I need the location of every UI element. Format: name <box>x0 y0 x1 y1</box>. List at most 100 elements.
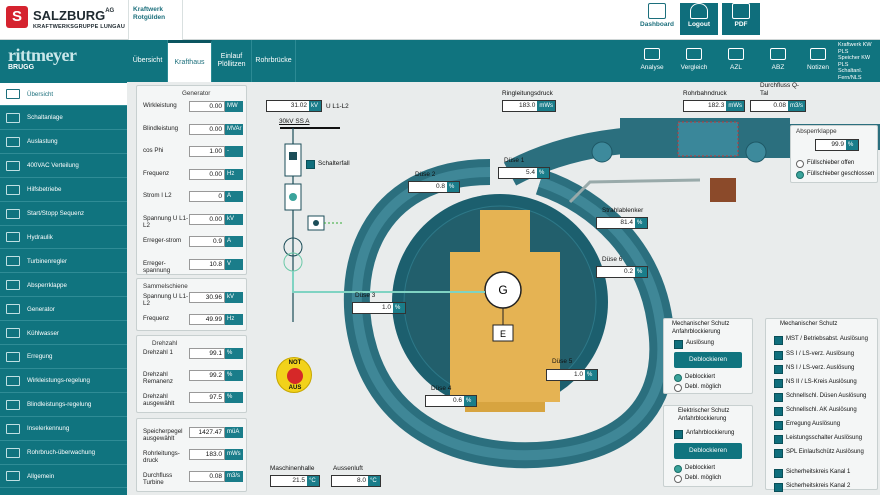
duese2-display: 0.8% <box>408 181 460 193</box>
sidebar-item-8[interactable]: Absperrklappe <box>0 274 127 298</box>
fuellschieber-geschlossen-radio <box>796 171 804 179</box>
reservoir-row-value: 183.0 <box>189 449 225 460</box>
protection-indicator <box>774 449 783 458</box>
sort-icon <box>770 48 786 60</box>
generator-row-unit: MVAr <box>225 123 243 135</box>
sidebar-item-icon <box>6 184 20 195</box>
pdf-button[interactable]: PDF <box>722 3 760 35</box>
tab-einlauf[interactable]: Einlauf Plöllitzen <box>212 40 252 82</box>
absperrklappe-display: 99.9% <box>815 139 859 151</box>
elec-trigger-indicator <box>674 430 683 439</box>
generator-row-value: 0 <box>189 191 225 202</box>
speed-row-unit: % <box>225 348 243 359</box>
generator-row-label: Erreger-spannung <box>143 259 171 274</box>
svg-text:G: G <box>498 283 507 297</box>
duese6-display: 0.2% <box>596 266 648 278</box>
sidebar-item-11[interactable]: Erregung <box>0 346 127 369</box>
upload-icon <box>732 3 750 19</box>
bus-label: 30kV SS A <box>279 118 310 125</box>
sidebar-item-0[interactable]: Übersicht <box>0 83 127 106</box>
sidebar-item-label: Schaltanlage <box>27 114 63 122</box>
flow-title: Durchfluss Q-Tal <box>760 82 800 97</box>
generator-row-value: 0.9 <box>189 236 225 247</box>
sidebar-item-icon <box>6 471 20 482</box>
generator-row-value: 1.00 <box>189 146 225 157</box>
protection-item: Erregung Auslösung <box>786 421 841 427</box>
mech-deblock-button[interactable]: Deblockieren <box>674 352 742 368</box>
sidebar-item-5[interactable]: Start/Stopp Sequenz <box>0 203 127 226</box>
tab-uebersicht[interactable]: Übersicht <box>128 40 168 82</box>
azl-button[interactable]: AZL <box>718 42 754 80</box>
reservoir-row-label: Speicherpegel ausgewählt <box>143 428 183 442</box>
sidebar-item-label: Blindleistungs-regelung <box>27 401 92 409</box>
sidebar-item-4[interactable]: Hilfsbetriebe <box>0 179 127 202</box>
sidebar-item-icon <box>6 112 20 123</box>
brand-sub: BRUGG <box>8 64 35 71</box>
logout-button[interactable]: Logout <box>680 3 718 35</box>
sidebar-item-label: Inselerkennung <box>27 425 70 433</box>
sidebar-item-14[interactable]: Inselerkennung <box>0 418 127 441</box>
svg-text:E: E <box>500 329 506 339</box>
speed-row-value: 99.2 <box>189 370 225 381</box>
warning-icon <box>644 48 660 60</box>
speed-row-label: Drehzahl 1 <box>143 349 173 356</box>
switch-state-indicator <box>306 160 315 169</box>
protection-title: Mechanischer Schutz <box>780 321 838 327</box>
protection-indicator <box>774 469 783 478</box>
protection-indicator <box>774 393 783 402</box>
mech-deblock-possible-radio <box>674 384 682 392</box>
vergleich-button[interactable]: Vergleich <box>676 42 712 80</box>
fuellschieber-offen-radio <box>796 160 804 168</box>
tab-krafthaus[interactable]: Krafthaus <box>168 40 212 82</box>
hall-temp-display: 21.5°C <box>270 475 320 487</box>
sidebar-item-icon <box>6 328 20 338</box>
switch-label: Schalterfall <box>318 160 350 167</box>
sidebar-item-13[interactable]: Blindleistungs-regelung <box>0 394 127 417</box>
sidebar-item-1[interactable]: Schaltanlage <box>0 107 127 130</box>
tab-rohrbruecke[interactable]: Rohrbrücke <box>252 40 296 82</box>
sidebar-item-2[interactable]: Auslastung <box>0 131 127 154</box>
duese2-title: Düse 2 <box>415 171 436 178</box>
emergency-stop-button[interactable]: NOT AUS <box>276 357 312 393</box>
sidebar-item-10[interactable]: Kühlwasser <box>0 322 127 345</box>
compare-icon <box>686 48 702 60</box>
abz-button[interactable]: ABZ <box>760 42 796 80</box>
sidebar-item-icon <box>6 280 20 291</box>
sidebar-item-12[interactable]: Wirkleistungs-regelung <box>0 370 127 393</box>
sidebar-item-6[interactable]: Hydraulik <box>0 226 127 250</box>
sidebar-item-label: Kühlwasser <box>27 329 59 337</box>
analyse-button[interactable]: Analyse <box>634 42 670 80</box>
sidebar-item-label: Erregung <box>27 353 53 361</box>
sidebar-item-7[interactable]: Turbinenregler <box>0 250 127 274</box>
speed-row-unit: % <box>225 392 243 403</box>
mech-blocking-panel: Mechanischer Schutz Anfahrblockierung Au… <box>663 318 753 394</box>
hall-temp-title: Maschinenhalle <box>270 465 315 472</box>
protection-item: Sicherheitskreis Kanal 1 <box>786 469 851 475</box>
duese3-display: 1.0% <box>352 302 406 314</box>
protection-item: Sicherheitskreis Kanal 2 <box>786 483 851 489</box>
plant-selector[interactable]: Kraftwerk Rotgülden <box>128 0 183 40</box>
dashboard-button[interactable]: Dashboard <box>638 3 676 35</box>
generator-row-value: 0.00 <box>189 123 225 135</box>
deflector-display: 81.4% <box>596 217 648 229</box>
sidebar-item-9[interactable]: Generator <box>0 298 127 322</box>
logo-subtitle: KRAFTWERKSGRUPPE LUNGAU <box>33 24 125 30</box>
sidebar-item-icon <box>6 423 20 434</box>
sidebar-item-3[interactable]: 400VAC Verteilung <box>0 155 127 178</box>
sidebar-item-15[interactable]: Rohrbruch-überwachung <box>0 442 127 465</box>
notizen-button[interactable]: Notizen <box>800 42 836 80</box>
sidebar-item-16[interactable]: Allgemein <box>0 465 127 489</box>
generator-row-unit: V <box>225 258 243 270</box>
generator-row-unit: - <box>225 146 243 157</box>
dashboard-icon <box>648 3 666 19</box>
elec-deblock-button[interactable]: Deblockieren <box>674 443 742 459</box>
duese4-display: 0.6% <box>425 395 477 407</box>
voltage-label: U L1-L2 <box>326 103 349 110</box>
sidebar-item-label: Absperrklappe <box>27 281 67 289</box>
generator-row-value: 0.00 <box>189 101 225 112</box>
